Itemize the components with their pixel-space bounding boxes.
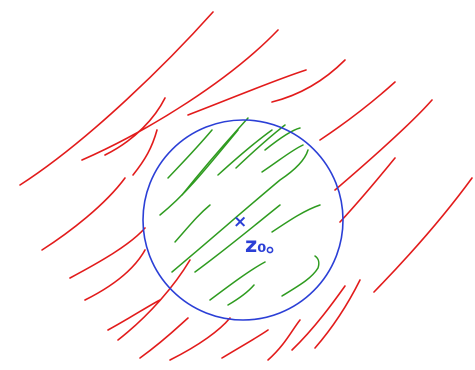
- exterior-stroke: [268, 320, 300, 360]
- exterior-stroke: [320, 82, 395, 140]
- exterior-stroke: [70, 228, 145, 278]
- interior-stroke: [218, 130, 272, 175]
- exterior-stroke: [188, 70, 306, 115]
- exterior-stroke: [340, 158, 395, 222]
- point-z0-dot: [267, 247, 272, 252]
- exterior-stroke: [82, 30, 278, 160]
- exterior-stroke: [170, 318, 230, 360]
- exterior-stroke: [108, 300, 160, 330]
- interior-stroke: [175, 205, 210, 242]
- exterior-stroke: [42, 178, 125, 250]
- exterior-stroke: [222, 330, 268, 358]
- exterior-hatching: [20, 12, 472, 360]
- interior-stroke: [282, 256, 319, 296]
- interior-stroke: [228, 285, 254, 305]
- exterior-stroke: [105, 98, 165, 155]
- point-label-z0: z₀: [245, 233, 266, 257]
- interior-stroke: [272, 205, 320, 232]
- interior-stroke: [172, 150, 308, 272]
- exterior-stroke: [20, 12, 213, 185]
- exterior-stroke: [335, 100, 432, 190]
- exterior-stroke: [140, 318, 188, 358]
- exterior-stroke: [272, 60, 345, 102]
- exterior-stroke: [315, 280, 360, 348]
- exterior-stroke: [374, 178, 472, 292]
- interior-stroke: [168, 130, 212, 178]
- interior-stroke: [262, 145, 303, 172]
- exterior-stroke: [118, 260, 190, 340]
- exterior-stroke: [85, 250, 145, 300]
- exterior-stroke: [133, 130, 157, 175]
- interior-stroke: [210, 262, 265, 300]
- center-mark: ×: [233, 212, 247, 232]
